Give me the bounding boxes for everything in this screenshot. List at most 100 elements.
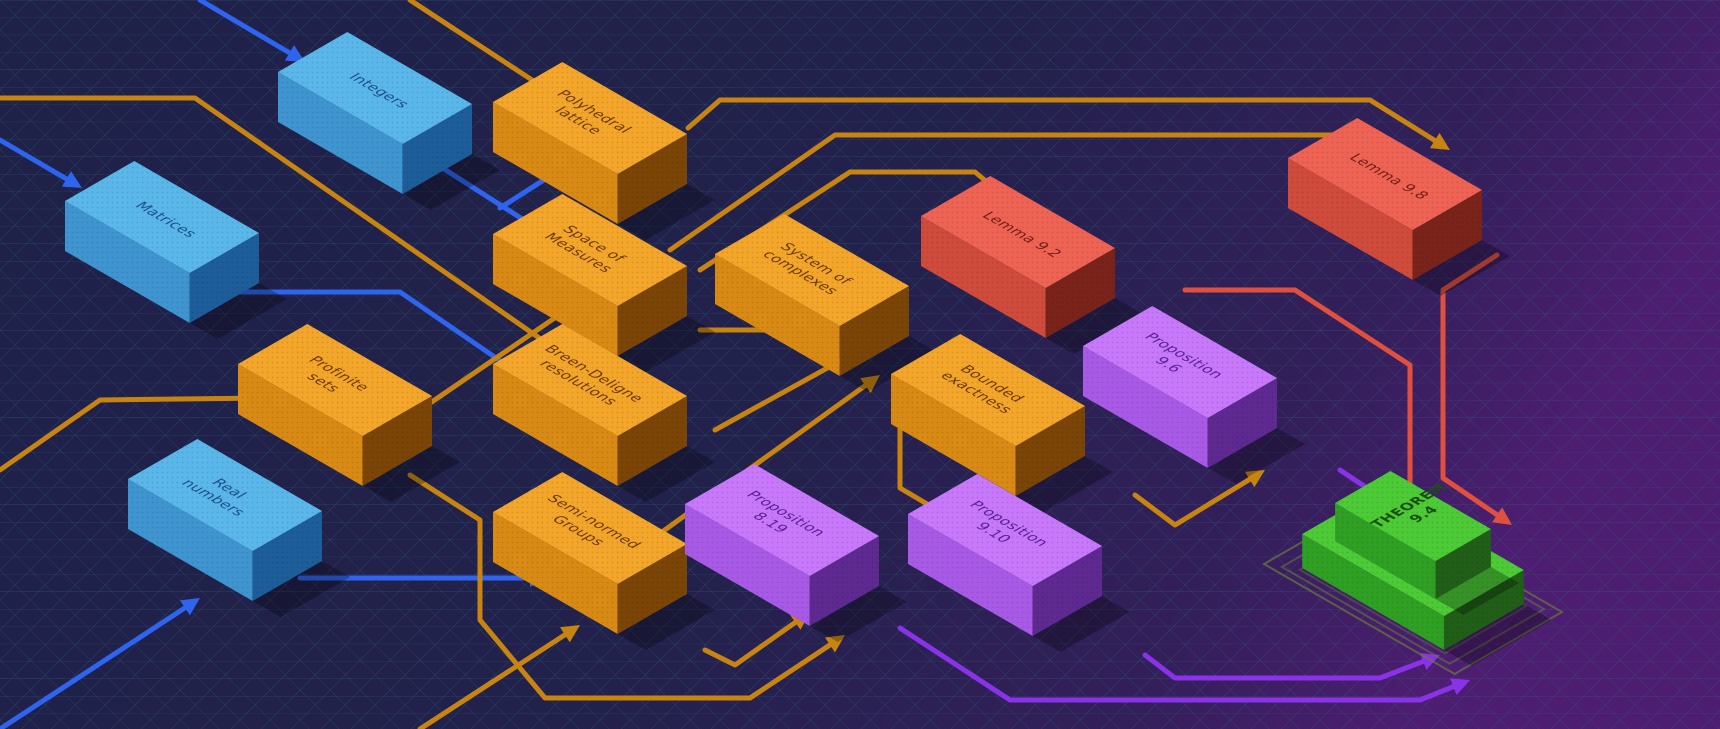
edge-proposition-8-19-to-theorem-9-4-arrowhead — [1449, 678, 1470, 696]
block-lemma-9-2-top-face-texture — [921, 176, 1115, 288]
edge-lemma-9-8-to-theorem-9-4-arrowhead — [1492, 507, 1512, 525]
block-proposition-9-6-side-face-texture — [1207, 378, 1277, 468]
block-system-of-complexes-front-face-texture — [715, 254, 840, 376]
block-integers-front-face-texture — [278, 72, 403, 194]
block-proposition-9-10-side-face-texture — [1032, 546, 1102, 636]
edge-profinite-sets-to-space-of-measures-line — [417, 306, 571, 413]
edge-lemma-9-8-to-theorem-9-4-line — [1440, 252, 1505, 521]
edge-source-to-matrices — [0, 137, 82, 188]
block-proposition-9-10-front-face-texture — [908, 514, 1033, 636]
theorem-upper-tier-top-face-texture — [1335, 471, 1491, 561]
block-profinite-sets-top-face-texture — [238, 324, 432, 436]
node-bounded-exactness: Boundedexactness — [891, 334, 1113, 512]
block-system-of-complexes-top-face-texture — [715, 214, 909, 326]
node-proposition-8-19: Proposition8.19 — [685, 464, 907, 642]
block-matrices-front-face-texture — [65, 201, 190, 323]
theorem-upper-tier-front-face-texture — [1335, 503, 1436, 599]
node-integers: Integers — [278, 32, 500, 210]
edge-source-to-real-numbers-arrowhead — [180, 598, 200, 616]
block-profinite-sets-side-face-texture — [362, 396, 432, 486]
block-real-numbers-front-face-texture — [128, 479, 253, 601]
block-semi-normed-groups-front-face-texture — [493, 512, 618, 634]
block-bounded-exactness-side-face-texture — [1015, 406, 1085, 496]
edge-source-to-matrices-arrowhead — [61, 171, 82, 188]
edge-source-to-semi-normed-groups-arrowhead — [560, 625, 580, 643]
block-bounded-exactness-front-face-texture — [891, 374, 1016, 496]
edge-polyhedral-lattice-to-lemma-9-8 — [685, 97, 1450, 150]
block-lemma-9-8-front-face-texture — [1288, 158, 1413, 280]
block-lemma-9-2-side-face-texture — [1045, 248, 1115, 338]
block-real-numbers-side-face-texture — [252, 511, 322, 601]
edge-polyhedral-lattice-to-lemma-9-8-arrowhead — [1429, 132, 1450, 150]
block-matrices-top-face-texture — [65, 161, 259, 273]
edge-source-to-profinite-sets-line — [0, 395, 261, 473]
edge-profinite-sets-to-proposition-8-19-arrowhead — [825, 635, 845, 653]
block-proposition-8-19-front-face-texture — [685, 504, 810, 626]
node-real-numbers: Realnumbers — [128, 439, 350, 617]
block-space-of-measures-top-face-texture — [493, 194, 687, 306]
block-bounded-exactness-top-face-texture — [891, 334, 1085, 446]
edge-bounded-exactness-to-proposition-9-6 — [1132, 470, 1265, 528]
theorem-upper-tier-side-face-texture — [1435, 529, 1491, 599]
edge-source-to-real-numbers — [0, 598, 200, 729]
edge-source-to-integers-line — [197, 0, 298, 59]
block-proposition-9-10-top-face-texture — [908, 474, 1102, 586]
block-lemma-9-8-top-face-texture — [1288, 118, 1482, 230]
edge-polyhedral-lattice-to-lemma-9-8-line — [685, 97, 1443, 147]
edge-source-to-semi-normed-groups-line — [417, 629, 573, 729]
block-breen-deligne-resolutions-front-face-texture — [493, 364, 618, 486]
edge-source-to-integers-arrowhead — [284, 45, 305, 62]
edge-semi-normed-groups-to-proposition-8-19-line — [702, 616, 803, 668]
edge-proposition-9-10-to-theorem-9-4-line — [1142, 652, 1432, 681]
block-polyhedral-lattice-side-face-texture — [617, 134, 687, 224]
edge-lemma-9-8-to-theorem-9-4 — [1440, 252, 1512, 525]
edge-profinite-sets-to-proposition-8-19 — [407, 472, 845, 701]
edge-proposition-8-19-to-theorem-9-4-line — [897, 625, 1462, 703]
edge-proposition-8-19-to-theorem-9-4 — [897, 625, 1470, 703]
block-space-of-measures-front-face-texture — [493, 234, 618, 356]
block-integers-side-face-texture — [402, 104, 472, 194]
block-polyhedral-lattice-top-face-texture — [493, 62, 687, 174]
block-integers-top-face-texture — [278, 32, 472, 144]
node-semi-normed-groups: Semi-normedGroups — [493, 472, 715, 650]
edge-source-to-integers — [197, 0, 305, 62]
node-lemma-9-2: Lemma 9.2 — [921, 176, 1143, 354]
edge-source-to-polyhedral-lattice-line — [407, 0, 548, 91]
node-system-of-complexes: System ofcomplexes — [715, 214, 937, 392]
node-space-of-measures: Space ofMeasures — [493, 194, 715, 372]
node-proposition-9-6: Proposition9.6 — [1083, 306, 1305, 484]
block-profinite-sets-front-face-texture — [238, 364, 363, 486]
edge-semi-normed-groups-to-system-of-complexes-arrowhead — [860, 375, 880, 393]
block-system-of-complexes-side-face-texture — [839, 286, 909, 376]
block-proposition-9-6-front-face-texture — [1083, 346, 1208, 468]
block-proposition-9-6-top-face-texture — [1083, 306, 1277, 418]
block-proposition-8-19-side-face-texture — [809, 536, 879, 626]
node-profinite-sets: Profinitesets — [238, 324, 460, 502]
block-semi-normed-groups-top-face-texture — [493, 472, 687, 584]
node-theorem-9-4: THEOREM9.4 — [1261, 471, 1565, 676]
edge-source-to-breen-deligne-resolutions-line — [0, 95, 571, 361]
block-real-numbers-top-face-texture — [128, 439, 322, 551]
theorem-lower-tier-front-face-texture — [1302, 534, 1445, 650]
edge-source-to-semi-normed-groups — [417, 625, 580, 729]
node-matrices: Matrices — [65, 161, 287, 339]
block-lemma-9-2-front-face-texture — [921, 216, 1046, 338]
edge-profinite-sets-to-proposition-8-19-line — [407, 472, 838, 701]
edge-source-to-real-numbers-line — [0, 602, 193, 729]
node-lemma-9-8: Lemma 9.8 — [1288, 118, 1510, 296]
node-breen-deligne-resolutions: Breen-Deligneresolutions — [493, 324, 715, 502]
block-breen-deligne-resolutions-top-face-texture — [493, 324, 687, 436]
theorem-lower-tier-side-face-texture — [1444, 570, 1524, 650]
block-lemma-9-8-side-face-texture — [1412, 190, 1482, 280]
node-polyhedral-lattice: Polyhedrallattice — [493, 62, 715, 240]
edge-source-to-matrices-line — [0, 137, 75, 185]
edge-bounded-exactness-to-proposition-9-6-line — [1132, 473, 1258, 528]
block-polyhedral-lattice-front-face-texture — [493, 102, 618, 224]
edge-bounded-exactness-to-proposition-9-6-arrowhead — [1244, 470, 1265, 488]
block-space-of-measures-side-face-texture — [617, 266, 687, 356]
block-matrices-side-face-texture — [189, 233, 259, 323]
block-breen-deligne-resolutions-side-face-texture — [617, 396, 687, 486]
